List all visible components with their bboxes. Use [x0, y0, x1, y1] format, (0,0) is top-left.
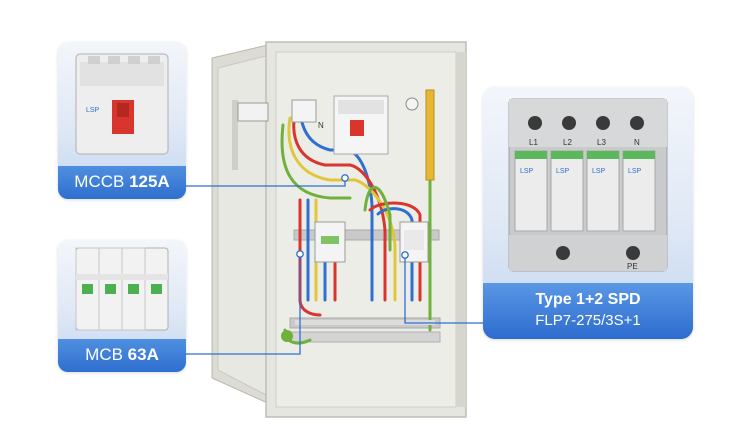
- panel-mccb: [333, 95, 389, 155]
- spd-title: Type 1+2 SPD: [535, 291, 641, 308]
- panel-mcb: [314, 221, 346, 263]
- bottom-terminals: [295, 320, 435, 325]
- mcb-label: MCB 63A: [58, 339, 186, 372]
- mcb-rating: 63A: [127, 345, 159, 364]
- spd-terminal-l3: L3: [597, 138, 606, 147]
- earth-symbol: [405, 97, 419, 111]
- mcb-illustration: [75, 247, 169, 331]
- wiring: [280, 93, 432, 345]
- spd-terminal-l2: L2: [563, 138, 572, 147]
- mccb-label: MCCB 125A: [58, 166, 186, 199]
- spd-brand-4: LSP: [628, 168, 642, 175]
- neutral-bar: [425, 89, 435, 181]
- mccb-illustration: LSP: [75, 53, 169, 155]
- top-terminal-block: N: [237, 99, 324, 130]
- neutral-label: N: [318, 121, 324, 130]
- spd-brand-3: LSP: [592, 168, 606, 175]
- spd-callout: L1 L2 L3 N LSP LSP LSP LSP PE Type 1+2 S…: [483, 87, 693, 339]
- spd-terminal-l1: L1: [529, 138, 538, 147]
- mccb-brand: LSP: [86, 107, 100, 114]
- spd-model: FLP7-275/3S+1: [535, 312, 641, 329]
- spd-label: Type 1+2 SPD FLP7-275/3S+1: [483, 283, 693, 339]
- spd-brand-2: LSP: [556, 168, 570, 175]
- mccb-callout: LSP MCCB 125A: [58, 42, 186, 199]
- spd-illustration: L1 L2 L3 N LSP LSP LSP LSP PE: [508, 98, 668, 272]
- leader-lines: [186, 174, 483, 355]
- mccb-rating: 125A: [129, 172, 170, 191]
- spd-terminal-n: N: [634, 138, 640, 147]
- mcb-name: MCB: [85, 345, 128, 364]
- spd-brand-1: LSP: [520, 168, 534, 175]
- earth-point: [281, 330, 293, 342]
- spd-pe-label: PE: [627, 262, 638, 271]
- mcb-callout: MCB 63A: [58, 240, 186, 372]
- mccb-name: MCCB: [74, 172, 130, 191]
- cabinet-door: [211, 43, 273, 406]
